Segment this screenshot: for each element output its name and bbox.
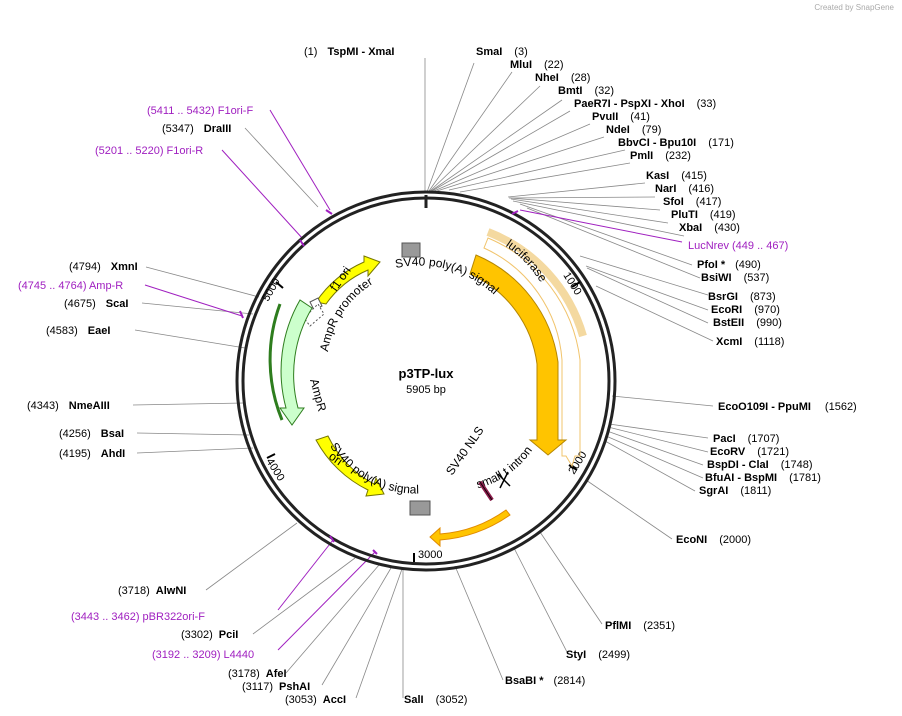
plasmid-name: p3TP-lux <box>399 366 455 381</box>
site-label[interactable]: (4583)EaeI <box>46 325 110 337</box>
site-label[interactable]: (4675)ScaI <box>64 298 128 310</box>
site-label[interactable]: SmaI(3) <box>476 46 528 58</box>
plasmid-size: 5905 bp <box>406 384 446 396</box>
site-label[interactable]: KasI(415) <box>646 170 707 182</box>
site-label[interactable]: (3302)PciI <box>181 629 238 641</box>
site-label[interactable]: EcoO109I - PpuMI(1562) <box>718 401 857 413</box>
primer-label[interactable]: (4745 .. 4764) Amp-R <box>18 280 123 292</box>
site-label[interactable]: PvuII(41) <box>592 111 650 123</box>
tick-label-3000: 3000 <box>418 549 442 561</box>
site-label[interactable]: (4343)NmeAIII <box>27 400 110 412</box>
site-label[interactable]: XbaI(430) <box>679 222 740 234</box>
site-label[interactable]: SgrAI(1811) <box>699 485 771 497</box>
site-label[interactable]: BsiWI(537) <box>701 272 769 284</box>
site-label[interactable]: PaeR7I - PspXI - XhoI(33) <box>574 98 716 110</box>
site-label[interactable]: BsrGI(873) <box>708 291 776 303</box>
primer-label[interactable]: (5411 .. 5432) F1ori-F <box>147 105 253 117</box>
site-label[interactable]: BspDI - ClaI(1748) <box>707 459 813 471</box>
site-label[interactable]: (4195)AhdI <box>59 448 125 460</box>
site-label[interactable]: XcmI(1118) <box>716 336 784 348</box>
site-label[interactable]: PmlI(232) <box>630 150 691 162</box>
primer-label[interactable]: (5201 .. 5220) F1ori-R <box>95 145 203 157</box>
site-label[interactable]: BstEII(990) <box>713 317 782 329</box>
site-label[interactable]: (4256)BsaI <box>59 428 124 440</box>
site-label[interactable]: BfuAI - BspMI(1781) <box>705 472 821 484</box>
feature-sv40-nls[interactable]: SV40 NLS <box>443 424 494 502</box>
feature-ampr[interactable]: AmpR <box>268 299 329 426</box>
primer-labels: (5411 .. 5432) F1ori-F (5201 .. 5220) F1… <box>18 105 788 661</box>
primer-label[interactable]: LucNrev (449 .. 467) <box>688 240 788 252</box>
site-label[interactable]: (1)TspMI - XmaI <box>304 46 394 58</box>
primer-label[interactable]: (3443 .. 3462) pBR322ori-F <box>71 611 205 623</box>
site-label[interactable]: BmtI(32) <box>558 85 614 97</box>
site-label[interactable]: SfoI(417) <box>663 196 721 208</box>
ampr-label: AmpR <box>307 377 329 413</box>
feature-sv40-polya-bottom[interactable]: SV40 poly(A) signal <box>327 440 431 516</box>
site-label[interactable]: NheI(28) <box>535 72 590 84</box>
site-label[interactable]: (3718)AlwNI <box>118 585 186 597</box>
ori-label: ori <box>326 449 345 468</box>
site-label[interactable]: SalI(3052) <box>404 694 467 706</box>
primer-marks <box>239 209 519 555</box>
site-label[interactable]: NdeI(79) <box>606 124 661 136</box>
site-label[interactable]: EcoRV(1721) <box>710 446 789 458</box>
primer-leader-lines <box>144 109 683 651</box>
backbone <box>235 190 617 572</box>
snapgene-credit: Created by SnapGene <box>814 3 894 12</box>
site-label[interactable]: (4794)XmnI <box>69 261 138 273</box>
site-label[interactable]: NarI(416) <box>655 183 714 195</box>
site-label[interactable]: (3053)AccI <box>285 694 346 706</box>
site-label[interactable]: (5347)DraIII <box>162 123 231 135</box>
feature-ori[interactable]: ori <box>315 435 385 497</box>
sv40-nls-label: SV40 NLS <box>443 424 487 478</box>
site-label[interactable]: EcoNI(2000) <box>676 534 751 546</box>
site-label[interactable]: PluTI(419) <box>671 209 736 221</box>
site-label[interactable]: PacI(1707) <box>713 433 779 445</box>
site-label[interactable]: PfoI *(490) <box>697 259 761 271</box>
tick-label-5000: 5000 <box>260 276 283 303</box>
site-label[interactable]: EcoRI(970) <box>711 304 780 316</box>
site-labels: (1)TspMI - XmaI SmaI(3) MluI(22) NheI(28… <box>27 46 857 706</box>
site-label[interactable]: StyI(2499) <box>566 649 630 661</box>
site-label[interactable]: (3117)PshAI <box>242 681 310 693</box>
site-label[interactable]: (3178)AfeI <box>228 668 287 680</box>
feature-luciferase-3prime <box>429 509 511 548</box>
primer-label[interactable]: (3192 .. 3209) L4440 <box>152 649 254 661</box>
site-label[interactable]: BbvCI - Bpu10I(171) <box>618 137 734 149</box>
site-label[interactable]: PflMI(2351) <box>605 620 675 632</box>
site-label[interactable]: MluI(22) <box>510 59 564 71</box>
site-label[interactable]: BsaBI *(2814) <box>505 675 585 687</box>
leader-lines <box>132 58 714 699</box>
